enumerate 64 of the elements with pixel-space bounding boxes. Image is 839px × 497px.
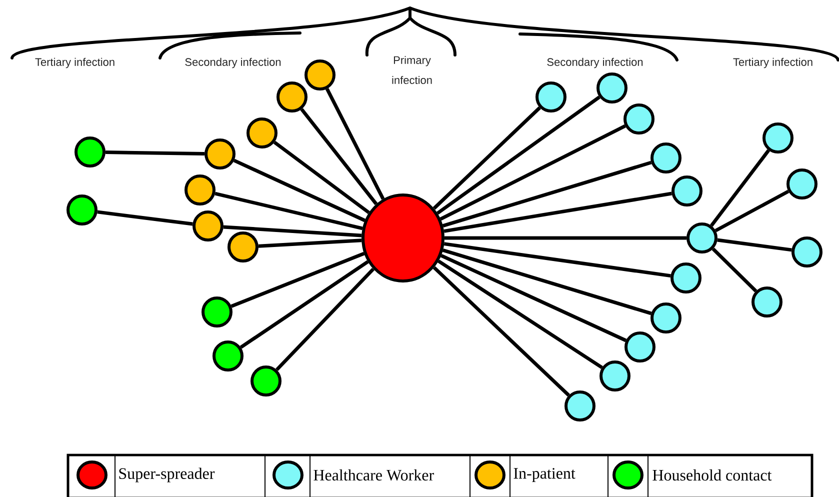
- circle-node: [650, 142, 682, 174]
- circle-node: [66, 194, 98, 226]
- legend-text: Super-spreader: [119, 468, 215, 482]
- connector-line: [442, 248, 652, 316]
- connector-line: [442, 160, 652, 228]
- circle-node: [536, 82, 566, 112]
- connector-line: [714, 190, 790, 232]
- circle-node: [670, 262, 702, 294]
- circle-node: [596, 72, 628, 104]
- circle-node: [362, 194, 444, 282]
- circle-node: [246, 118, 278, 148]
- connector-line: [444, 242, 671, 278]
- connector-line: [444, 236, 686, 240]
- circle-node: [184, 174, 216, 206]
- legend-text: In-patient: [514, 468, 576, 482]
- connector-line: [440, 254, 627, 342]
- circle-node: [624, 104, 654, 134]
- region-label: Secondary infection: [547, 58, 643, 68]
- connector-line: [717, 238, 792, 252]
- region-label: Primary infection: [392, 56, 432, 84]
- connector-line: [273, 140, 370, 214]
- circle-node: [672, 176, 702, 206]
- connector-line: [444, 192, 672, 233]
- circle-node: [74, 136, 106, 168]
- connector-line: [105, 150, 205, 156]
- circle-node: [762, 122, 794, 154]
- legend-text: Household contact: [652, 469, 772, 481]
- region-label: Tertiary infection: [733, 58, 812, 68]
- circle-node: [600, 360, 630, 392]
- circle-node: [276, 82, 308, 112]
- connector-line: [275, 268, 375, 372]
- circle-node: [212, 340, 244, 372]
- connector-line: [233, 158, 366, 222]
- circle-node: [228, 232, 258, 262]
- circle-node: [304, 60, 336, 90]
- connector-line: [97, 210, 193, 226]
- connector-line: [432, 266, 570, 397]
- circle-node: [624, 332, 656, 362]
- connector-line: [223, 225, 362, 238]
- circle-node: [650, 302, 682, 334]
- connector-line: [230, 252, 365, 308]
- connector-line: [240, 260, 369, 349]
- connector-line: [258, 238, 362, 248]
- connector-line: [440, 124, 626, 221]
- region-label: Tertiary infection: [35, 58, 114, 68]
- circle-node: [204, 138, 236, 170]
- connector-line: [710, 149, 770, 227]
- legend-text: Healthcare Worker: [314, 469, 434, 481]
- connector-line: [300, 108, 378, 206]
- connector-line: [325, 88, 385, 200]
- connector-line: [436, 96, 600, 215]
- connector-line: [214, 192, 363, 230]
- circle-node: [752, 286, 782, 318]
- circle-node: [564, 390, 596, 422]
- circle-node: [250, 366, 282, 396]
- circle-node: [686, 222, 718, 254]
- circle-node: [192, 210, 224, 242]
- region-label: Secondary infection: [185, 58, 281, 68]
- connector-line: [432, 106, 541, 210]
- circle-node: [202, 296, 232, 328]
- connector-line: [438, 260, 603, 369]
- connector-line: [712, 248, 758, 292]
- circle-node: [792, 236, 822, 268]
- circle-node: [786, 168, 818, 200]
